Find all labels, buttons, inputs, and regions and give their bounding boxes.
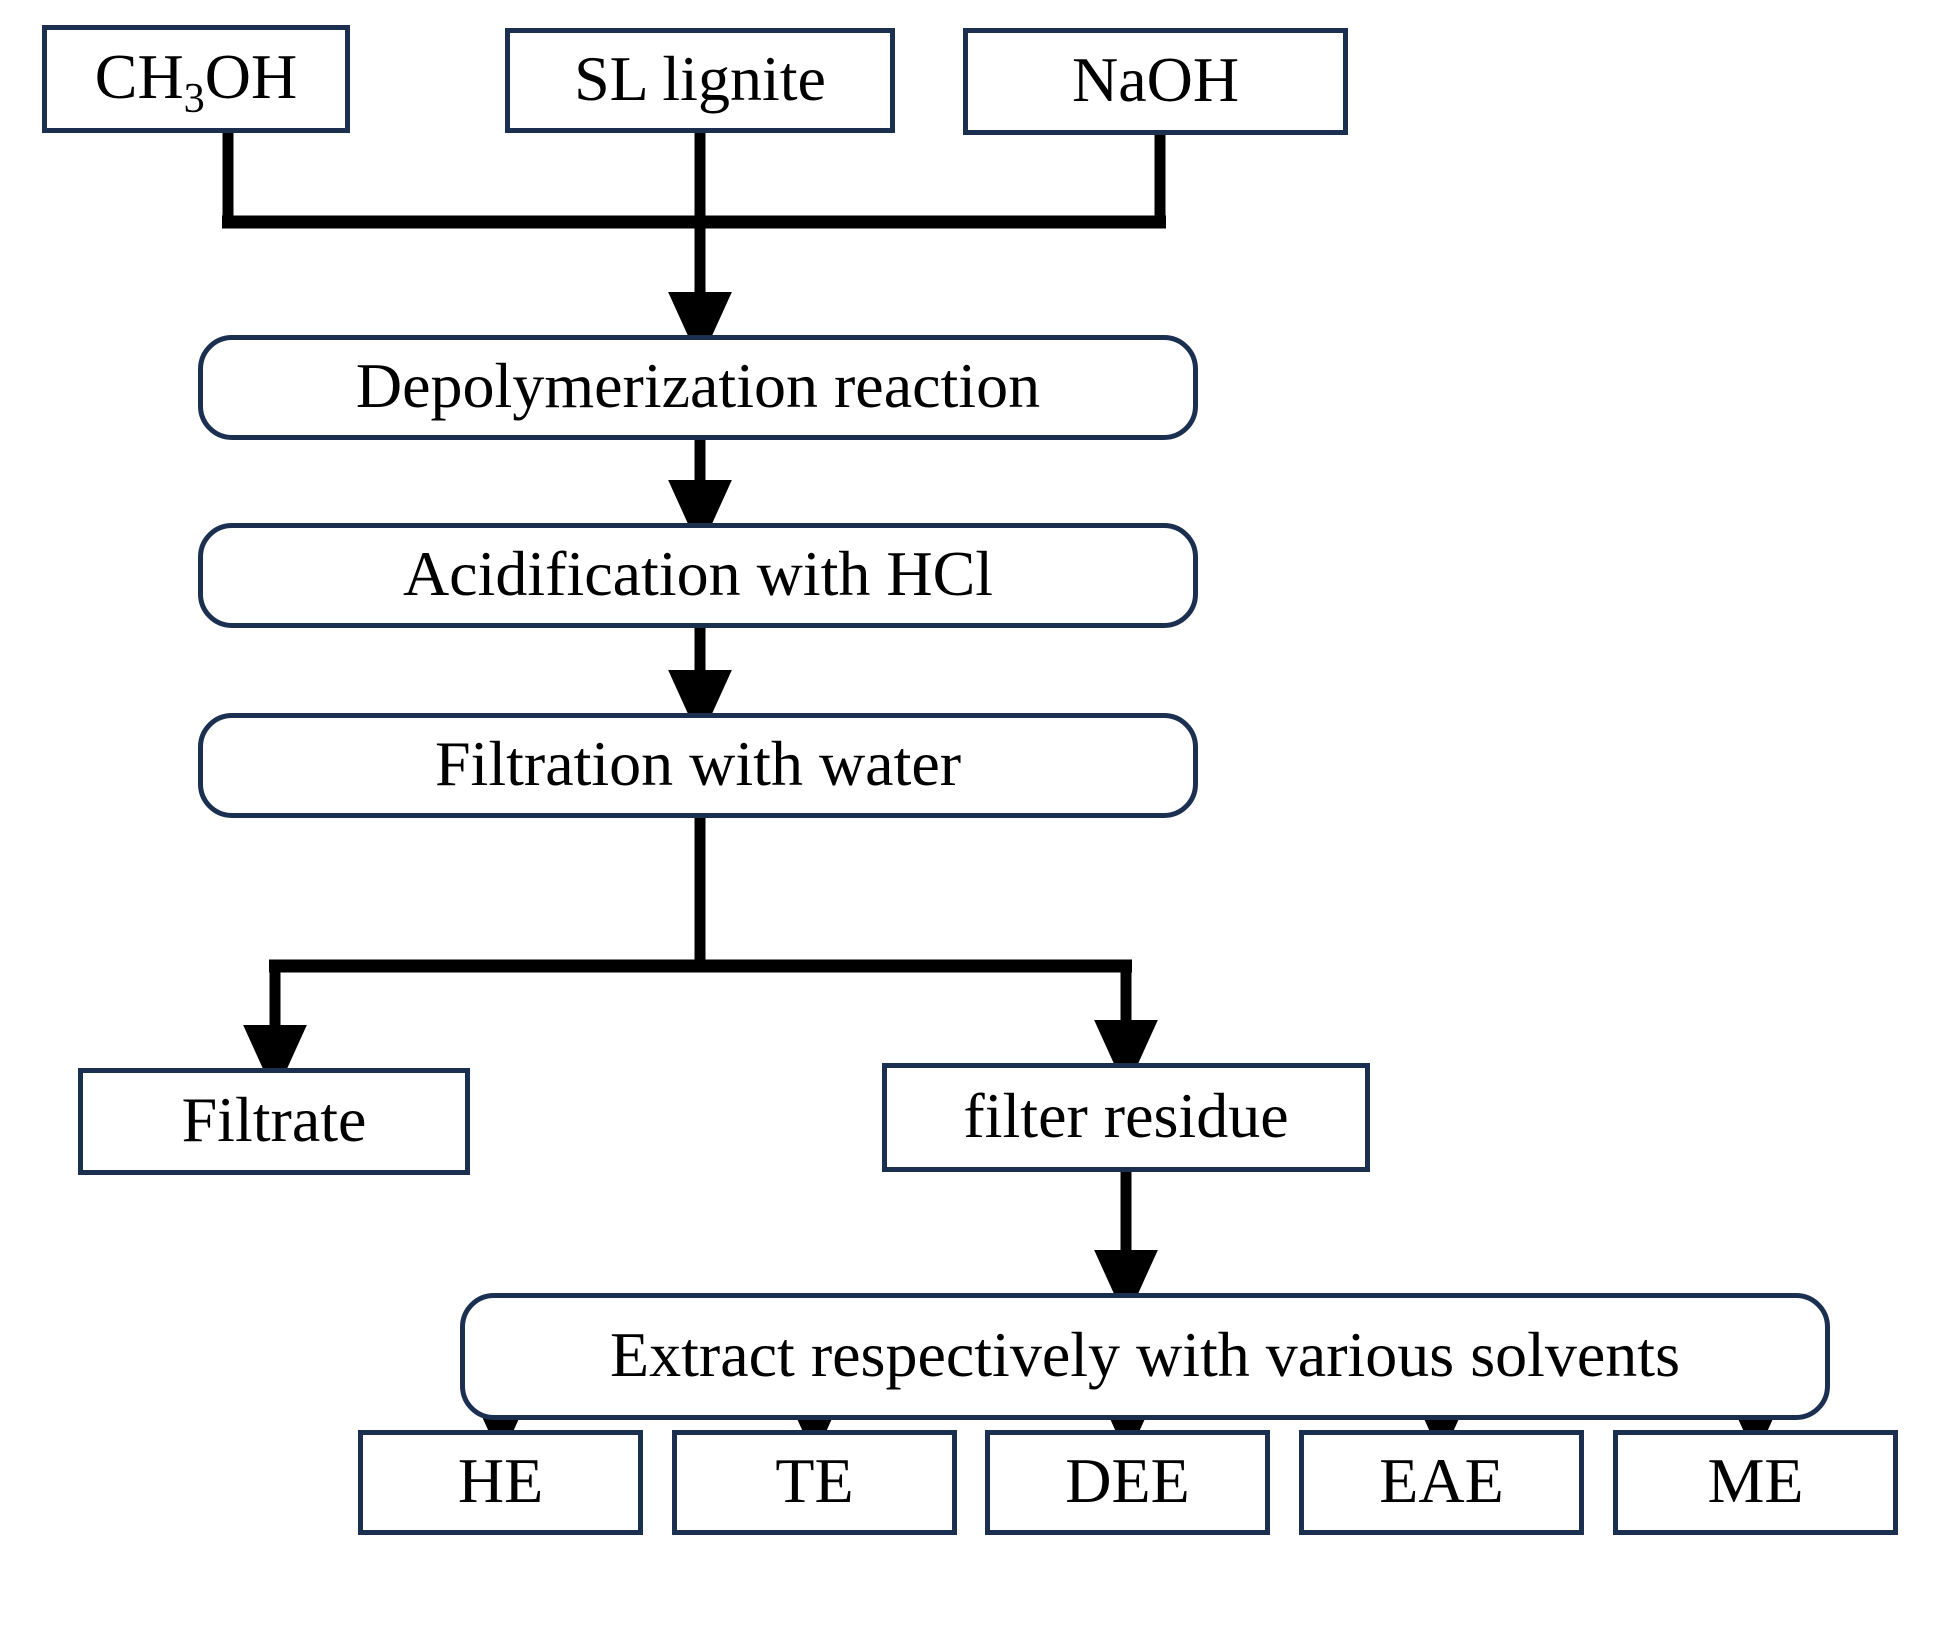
node-output-filter-residue[interactable]: filter residue	[882, 1063, 1370, 1172]
node-label: filter residue	[963, 1079, 1289, 1151]
node-label: SL lignite	[574, 42, 826, 114]
node-product-eae[interactable]: EAE	[1299, 1430, 1584, 1535]
node-label: HE	[457, 1444, 544, 1516]
node-label: ME	[1707, 1444, 1804, 1516]
node-label: Acidification with HCl	[402, 537, 994, 609]
node-output-filtrate[interactable]: Filtrate	[78, 1068, 470, 1175]
ch3oh-text-main: CH	[94, 41, 184, 112]
node-label: Depolymerization reaction	[355, 349, 1041, 421]
node-step-acidification[interactable]: Acidification with HCl	[198, 523, 1198, 628]
node-label: Filtrate	[181, 1083, 367, 1155]
node-label: EAE	[1379, 1444, 1504, 1516]
node-label: DEE	[1065, 1444, 1190, 1516]
node-label: Filtration with water	[434, 727, 962, 799]
node-product-te[interactable]: TE	[672, 1430, 957, 1535]
node-label: Extract respectively with various solven…	[610, 1318, 1680, 1390]
node-reagent-sl-lignite[interactable]: SL lignite	[505, 28, 895, 133]
ch3oh-text-tail: OH	[204, 41, 298, 112]
node-product-he[interactable]: HE	[358, 1430, 643, 1535]
node-product-dee[interactable]: DEE	[985, 1430, 1270, 1535]
node-step-filtration[interactable]: Filtration with water	[198, 713, 1198, 818]
node-reagent-ch3oh[interactable]: CH3OH	[42, 25, 350, 133]
ch3oh-subscript: 3	[183, 74, 205, 122]
node-product-me[interactable]: ME	[1613, 1430, 1898, 1535]
node-label: NaOH	[1071, 43, 1240, 115]
node-label: CH3OH	[85, 45, 307, 120]
node-step-depolymerization[interactable]: Depolymerization reaction	[198, 335, 1198, 440]
node-reagent-naoh[interactable]: NaOH	[963, 28, 1348, 135]
node-step-extract[interactable]: Extract respectively with various solven…	[460, 1293, 1830, 1420]
node-label: TE	[775, 1444, 854, 1516]
